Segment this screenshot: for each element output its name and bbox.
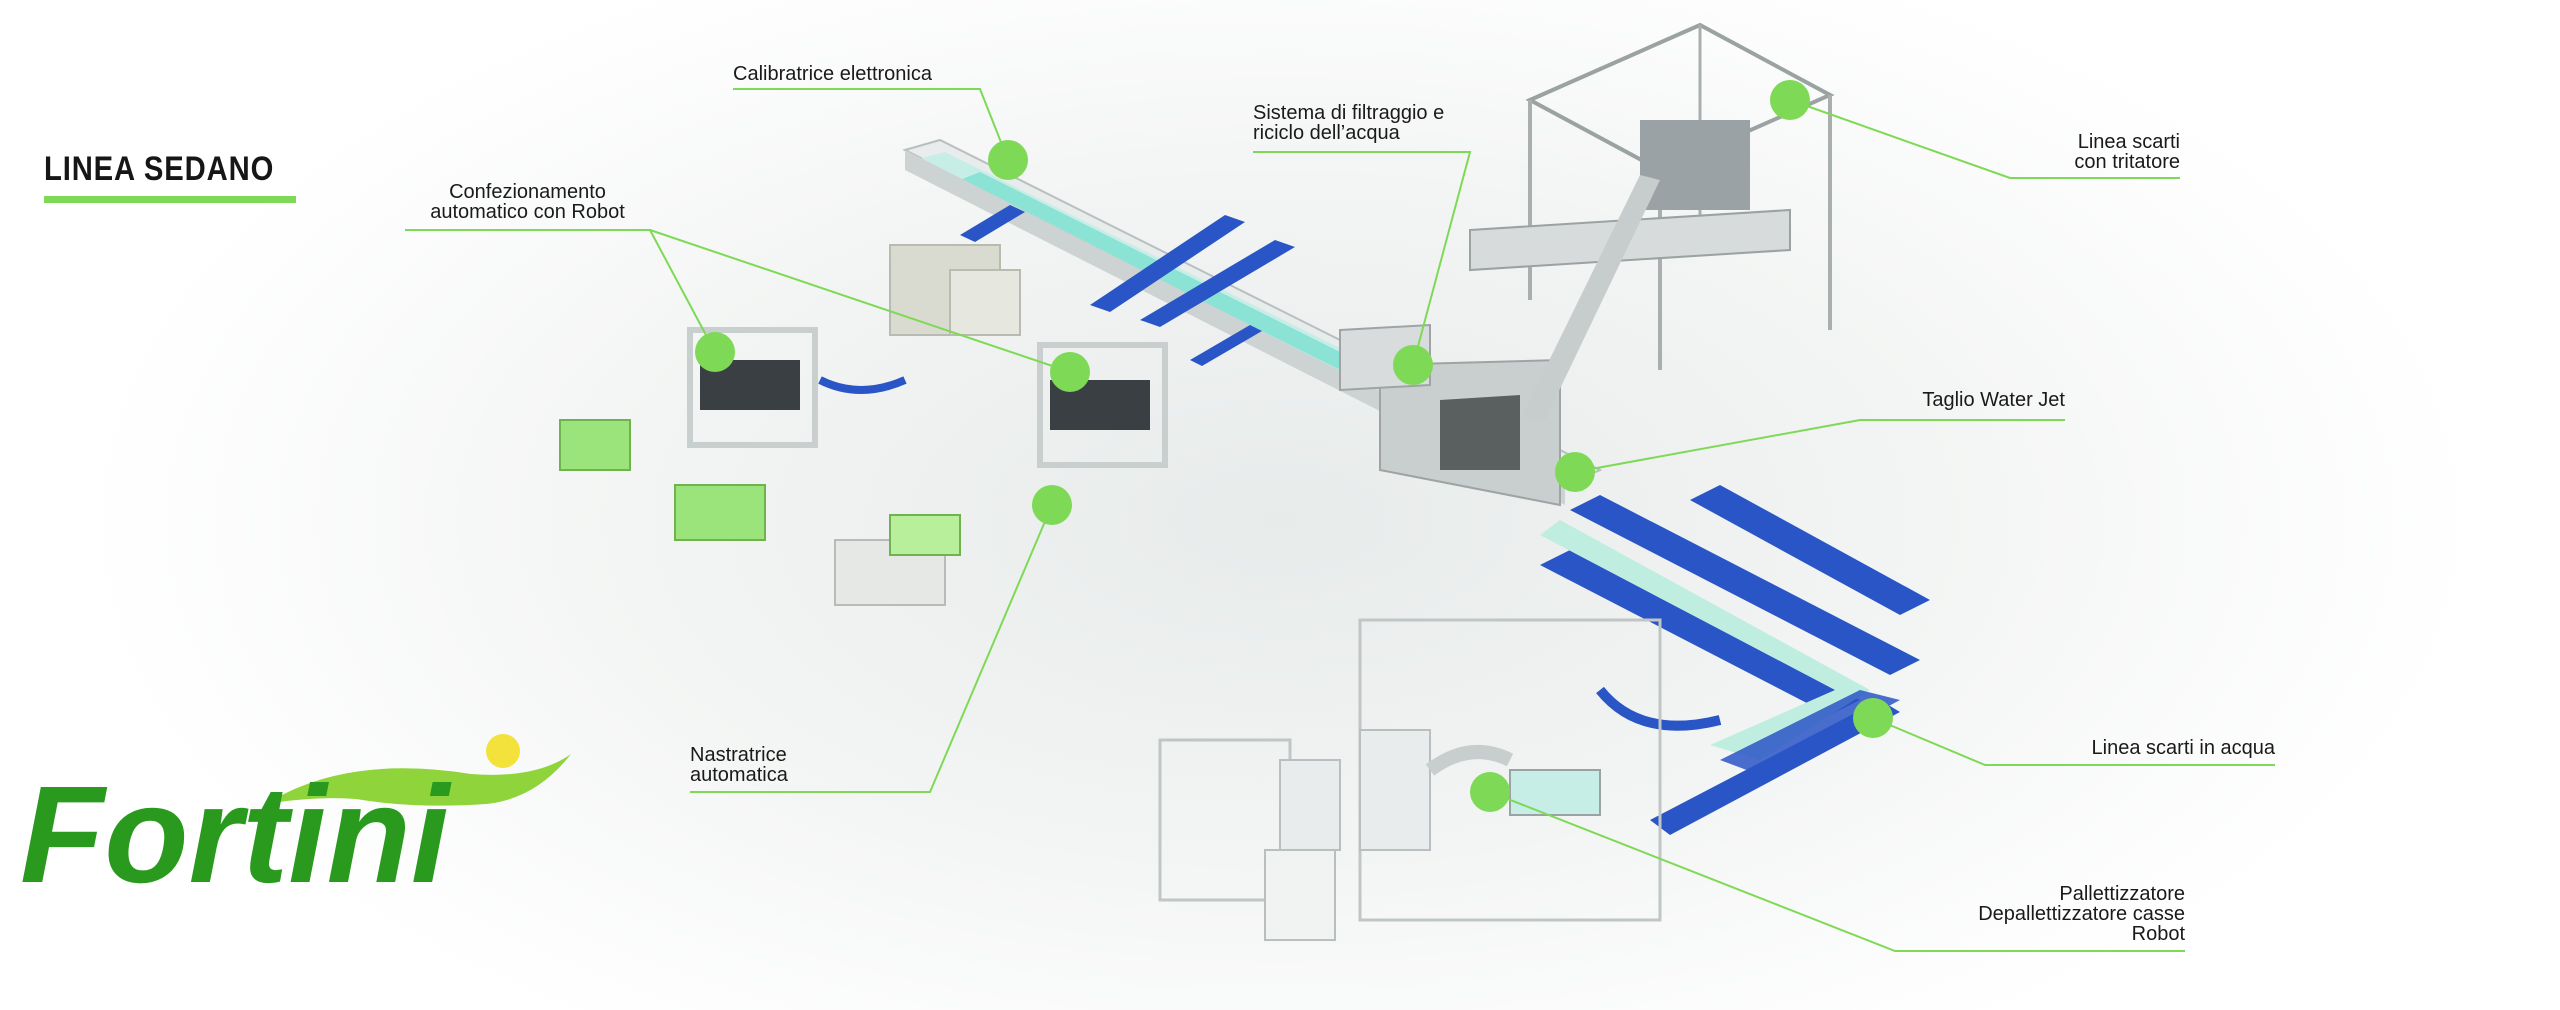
outfeed-conveyors [1540,485,1930,835]
label-nastratrice: Nastratrice automatica [690,745,788,785]
label-scarti-acqua: Linea scarti in acqua [2091,737,2275,759]
label-scarti-tritatore-line1: Linea scarti [2077,131,2180,153]
label-confezionamento: Confezionamento automatico con Robot [405,182,650,222]
crate-pallets [559,419,961,606]
callout-dot-scarti-tritatore [1770,80,1810,120]
main-processing-line [902,138,1603,507]
callout-dot-filtraggio [1393,345,1433,385]
label-nastratrice-line2: automatica [690,764,788,786]
callout-line-water-jet [1574,419,2065,473]
callout-dot-nastratrice [1032,485,1072,525]
callout-line-pallettizzatore [1489,791,2185,952]
cross-conveyors [960,205,1295,366]
callout-line-scarti-acqua [1872,717,2275,766]
label-pallettizzatore-line2: Depallettizzatore casse [1978,903,2185,925]
label-confezionamento-line2: automatico con Robot [430,201,625,223]
callout-dots [695,80,1893,812]
callout-line-confezionamento [405,229,716,353]
label-nastratrice-line1: Nastratrice [690,744,787,766]
packaging-cells [687,244,1168,468]
page-title: LINEA SEDANO [44,150,275,188]
callout-dot-scarti-acqua [1853,698,1893,738]
label-filtraggio-line2: riciclo dell’acqua [1253,122,1400,144]
callout-dot-water-jet [1555,452,1595,492]
callout-line-confezionamento-2 [649,229,1071,373]
palletizer-cell [1158,618,1662,941]
logo-text: Fortini [20,758,452,904]
label-pallettizzatore-line1: Pallettizzatore [2059,883,2185,905]
label-filtraggio: Sistema di filtraggio e riciclo dell’acq… [1253,103,1444,143]
title-underline [44,196,296,203]
label-confezionamento-line1: Confezionamento [449,181,606,203]
label-water-jet: Taglio Water Jet [1922,389,2065,411]
label-filtraggio-line1: Sistema di filtraggio e [1253,102,1445,124]
callout-lines [405,88,2275,952]
callout-line-nastratrice [690,504,1053,793]
fortini-logo: Fortini [20,734,571,904]
callout-dot-calibratrice [988,140,1028,180]
callout-line-calibratrice [733,88,1009,161]
label-pallettizzatore: Pallettizzatore Depallettizzatore casse … [1900,884,2185,944]
callout-dot-confezionamento [695,332,735,372]
label-pallettizzatore-line3: Robot [2131,923,2185,945]
label-scarti-tritatore-line2: con tritatore [2074,151,2180,173]
callout-dot-confezionamento-2 [1050,352,1090,392]
callout-line-filtraggio [1253,151,1472,366]
callout-dot-pallettizzatore [1470,772,1510,812]
logo-leaf [266,754,571,806]
label-calibratrice: Calibratrice elettronica [733,63,932,85]
callout-line-scarti-tritatore [1789,99,2180,179]
logo-sun [486,734,520,768]
waste-tower [1469,22,1835,420]
label-scarti-tritatore: Linea scarti con tritatore [1980,132,2180,172]
